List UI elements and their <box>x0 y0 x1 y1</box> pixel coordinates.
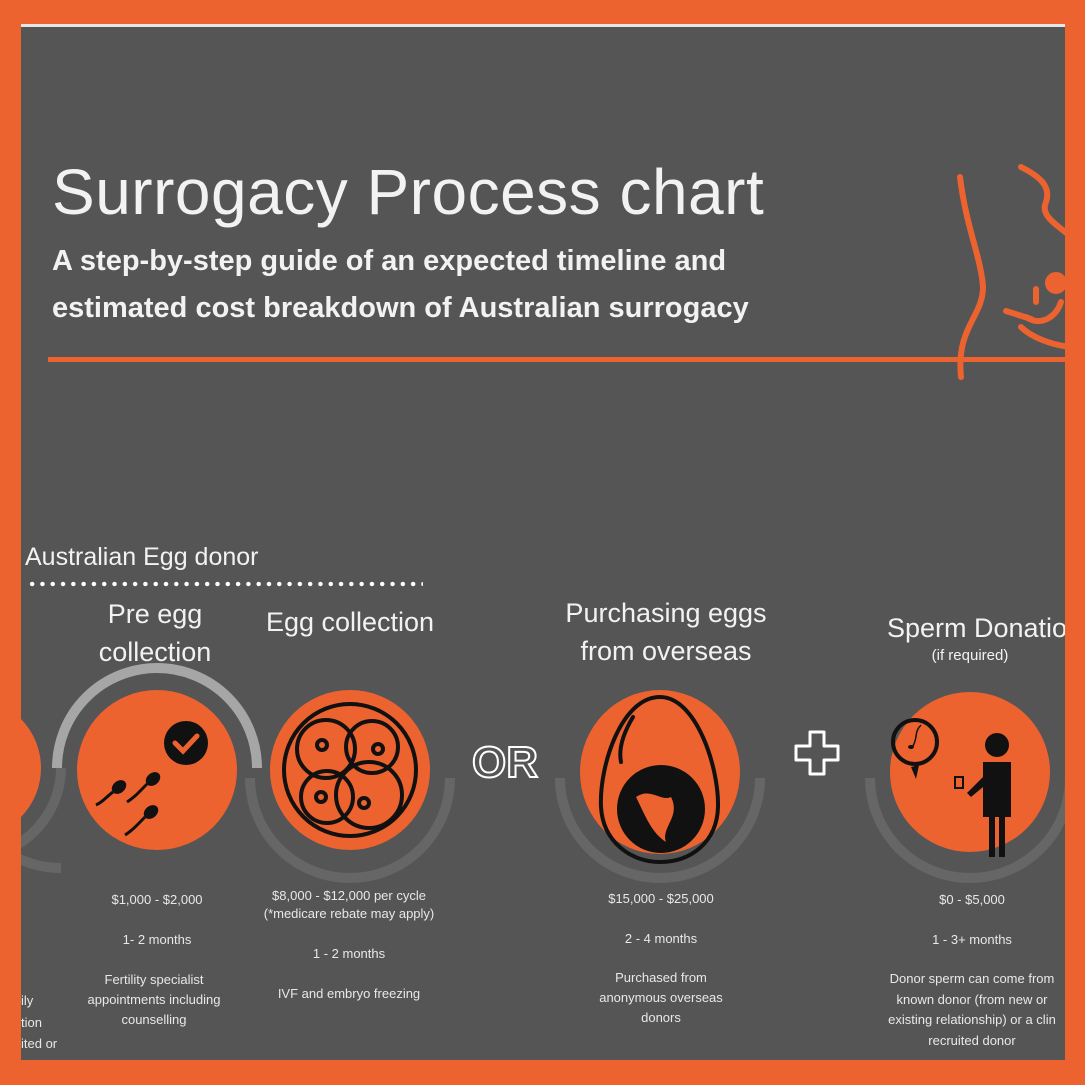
arc-top <box>52 663 262 769</box>
desc-line: Donor sperm can come from <box>889 971 1055 986</box>
desc-line: appointments including <box>87 992 221 1007</box>
desc-line: ily <box>21 993 34 1008</box>
desc-line: anonymous overseas <box>599 990 723 1005</box>
step-cost: $8,000 - $12,000 per cycle (*medicare re… <box>264 887 435 923</box>
step-cost: $0 - $5,000 <box>939 892 1005 907</box>
or-connector: OR <box>472 738 538 787</box>
step-description: IVF and embryo freezing <box>277 986 421 1001</box>
sperm-check-icon <box>95 721 208 837</box>
arc-bottom <box>555 777 765 883</box>
step-cost: $1,000 - $2,000 <box>111 892 203 907</box>
desc-line: known donor (from new or <box>896 991 1048 1007</box>
partial-step-circle <box>21 719 41 817</box>
dotted-divider <box>27 581 423 587</box>
step-description: Purchased from anonymous overseas donors <box>599 968 723 1028</box>
desc-line: donors <box>641 1010 681 1025</box>
step-duration: 1 - 2 months <box>312 946 386 961</box>
step-title-pre-egg: Pre egg collection <box>99 595 212 671</box>
partial-arc <box>21 767 66 873</box>
desc-line: existing relationship) or a clin <box>888 1012 1056 1027</box>
arc-bottom <box>865 777 1065 883</box>
step-title-overseas: Purchasing eggs from overseas <box>565 594 766 670</box>
step-note-sperm: (if required) <box>931 647 1009 664</box>
step-duration: 2 - 4 months <box>624 931 698 946</box>
desc-line: tion <box>21 1014 42 1030</box>
section-label: Australian Egg donor <box>25 543 259 571</box>
arc-bottom <box>245 777 455 883</box>
step-cost: $15,000 - $25,000 <box>608 891 714 906</box>
cost-line: $8,000 - $12,000 per cycle <box>272 888 426 903</box>
desc-line: Fertility specialist <box>104 972 204 987</box>
header-divider <box>48 357 1065 362</box>
step-duration: 1- 2 months <box>122 932 192 947</box>
step-description: Donor sperm can come from known donor (f… <box>888 969 1056 1051</box>
step-circle <box>77 690 237 850</box>
title-line: from overseas <box>580 636 752 666</box>
page-title: Surrogacy Process chart <box>52 156 765 228</box>
title-line: collection <box>98 637 212 667</box>
pregnant-woman-icon <box>957 164 1065 380</box>
step-duration: 1 - 3+ months <box>932 932 1012 947</box>
step-description: Fertility specialist appointments includ… <box>88 970 221 1030</box>
desc-line: recruited donor <box>928 1032 1016 1048</box>
embryo-cells-icon <box>282 702 418 838</box>
graphics-layer: OR <box>21 164 1065 883</box>
desc-line: ited or <box>21 1036 58 1051</box>
partial-step-description: ily tion ited or <box>21 990 57 1055</box>
cost-note: (*medicare rebate may apply) <box>263 906 435 921</box>
infographic-panel: OR Surrogacy Process chart A step-by-ste… <box>21 24 1065 1060</box>
step-title-egg-collection: Egg collection <box>265 607 435 637</box>
step-title-sperm: Sperm Donatio <box>886 613 1065 643</box>
title-line: Purchasing eggs <box>565 598 767 628</box>
desc-line: counselling <box>121 1012 187 1027</box>
plus-connector <box>794 730 840 776</box>
title-line: Pre egg <box>107 599 203 629</box>
subtitle-line-1: A step-by-step guide of an expected time… <box>52 245 727 277</box>
desc-line: Purchased from <box>615 970 707 985</box>
subtitle-line-2: estimated cost breakdown of Australian s… <box>52 292 749 324</box>
sperm-donor-icon <box>891 718 1011 857</box>
egg-globe-icon <box>598 694 721 865</box>
